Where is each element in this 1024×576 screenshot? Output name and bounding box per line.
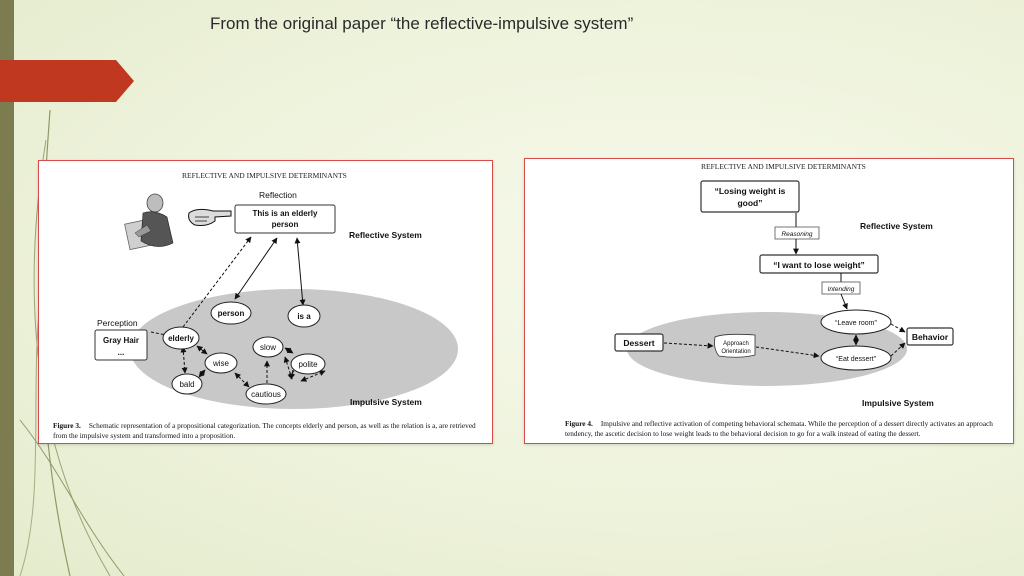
proposition-text-line1: This is an elderly bbox=[253, 209, 318, 218]
pointing-hand-icon bbox=[188, 208, 232, 226]
proposition-box bbox=[234, 204, 336, 234]
percept-text-line2: ... bbox=[118, 348, 125, 357]
person-pointing-icon bbox=[124, 193, 174, 251]
reflective-system-label: Reflective System bbox=[349, 230, 422, 240]
impulsive-system-label: Impulsive System bbox=[862, 398, 934, 408]
figure1-caption-text: Schematic representation of a propositio… bbox=[53, 421, 476, 440]
node-eat-dessert bbox=[820, 345, 892, 371]
node-polite-label: polite bbox=[298, 360, 318, 369]
figure-competing-schemata: REFLECTIVE AND IMPULSIVE DETERMINANTS “L… bbox=[524, 158, 1014, 444]
eat-dessert-text: “Eat dessert” bbox=[836, 356, 877, 363]
figure1-caption: Figure 3.Schematic representation of a p… bbox=[53, 421, 483, 441]
node-wise: wise bbox=[204, 352, 238, 374]
slide-accent-tab bbox=[0, 60, 134, 102]
node-elderly: elderly bbox=[162, 326, 200, 350]
behavior-text: Behavior bbox=[912, 332, 949, 342]
slide-side-bar bbox=[0, 0, 14, 576]
percept-text-line1: Gray Hair bbox=[103, 336, 139, 345]
reasoning-label: Reasoning bbox=[781, 231, 812, 238]
figure1-diagram: REFLECTIVE AND IMPULSIVE DETERMINANTS Re… bbox=[94, 171, 458, 409]
leave-room-text: “Leave room” bbox=[835, 320, 877, 327]
reflective-system-label: Reflective System bbox=[860, 221, 933, 231]
perception-label: Perception bbox=[97, 318, 138, 328]
figure2-header: REFLECTIVE AND IMPULSIVE DETERMINANTS bbox=[701, 162, 866, 171]
node-slow-label: slow bbox=[260, 343, 276, 352]
node-slow: slow bbox=[252, 336, 284, 358]
impulsive-system-area bbox=[130, 289, 458, 409]
node-is-a: is a bbox=[287, 304, 321, 328]
figure2-caption-label: Figure 4. bbox=[565, 419, 593, 428]
node-cautious-label: cautious bbox=[251, 390, 281, 399]
intending-label: Intending bbox=[828, 286, 855, 293]
percept-box bbox=[94, 329, 148, 361]
approach-text-line1: Approach bbox=[723, 341, 749, 347]
figure2-caption-text: Impulsive and reflective activation of c… bbox=[565, 419, 993, 438]
figure2-diagram: REFLECTIVE AND IMPULSIVE DETERMINANTS “L… bbox=[614, 162, 954, 408]
figure1-header: REFLECTIVE AND IMPULSIVE DETERMINANTS bbox=[182, 171, 347, 180]
behavior-box bbox=[906, 327, 954, 346]
node-bald-label: bald bbox=[179, 380, 194, 389]
goal-text-line2: good” bbox=[737, 198, 762, 208]
node-polite: polite bbox=[290, 353, 326, 375]
node-wise-label: wise bbox=[212, 359, 230, 368]
figure-reflective-categorization: REFLECTIVE AND IMPULSIVE DETERMINANTS Re… bbox=[38, 160, 493, 444]
dessert-text: Dessert bbox=[623, 338, 654, 348]
intention-text: “I want to lose weight” bbox=[773, 260, 865, 270]
approach-text-line2: Orientation bbox=[721, 349, 750, 355]
approach-orientation-node bbox=[714, 333, 756, 358]
goal-box bbox=[700, 180, 800, 213]
node-is-a-label: is a bbox=[297, 312, 311, 321]
reasoning-tag bbox=[774, 226, 820, 240]
proposition-text-line2: person bbox=[272, 220, 299, 229]
node-leave-room bbox=[820, 309, 892, 335]
reflection-label: Reflection bbox=[259, 190, 297, 200]
slide-title: From the original paper “the reflective-… bbox=[210, 14, 634, 33]
goal-text-line1: “Losing weight is bbox=[715, 186, 786, 196]
node-bald: bald bbox=[171, 373, 203, 395]
dessert-box bbox=[614, 333, 664, 352]
intention-box bbox=[759, 254, 879, 274]
node-person: person bbox=[210, 301, 252, 325]
node-person-label: person bbox=[218, 309, 245, 318]
figure1-caption-label: Figure 3. bbox=[53, 421, 81, 430]
impulsive-system-label: Impulsive System bbox=[350, 397, 422, 407]
node-elderly-label: elderly bbox=[168, 334, 194, 343]
figure2-caption: Figure 4.Impulsive and reflective activa… bbox=[565, 419, 1010, 439]
node-cautious: cautious bbox=[245, 383, 287, 405]
